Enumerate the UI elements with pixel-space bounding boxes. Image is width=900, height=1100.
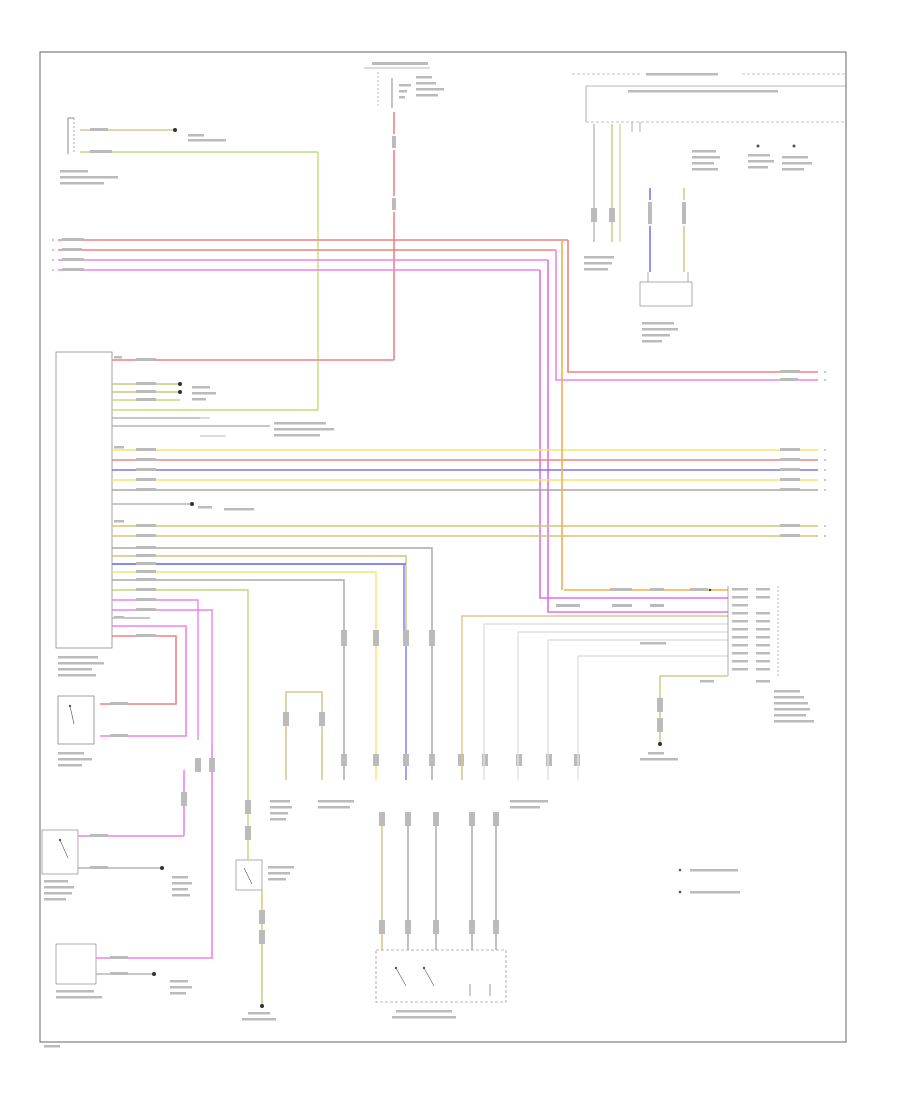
bottom-left-module <box>55 744 213 999</box>
top-bus <box>58 238 818 613</box>
legend-notes <box>678 868 740 894</box>
center-connectors <box>195 615 728 1021</box>
left-control-module <box>55 351 818 744</box>
rear-switch <box>41 770 192 901</box>
fuel-sensor <box>57 695 128 767</box>
right-edge-ticks <box>52 239 826 537</box>
top-left-connector <box>60 117 319 410</box>
right-panel <box>556 240 814 761</box>
instrument-cluster <box>572 72 846 132</box>
footer-code-mark <box>44 1045 60 1048</box>
ground-icon <box>173 128 177 132</box>
cluster-drops <box>584 124 812 343</box>
diagram-frame <box>39 51 847 1043</box>
fuse-block <box>364 62 444 360</box>
